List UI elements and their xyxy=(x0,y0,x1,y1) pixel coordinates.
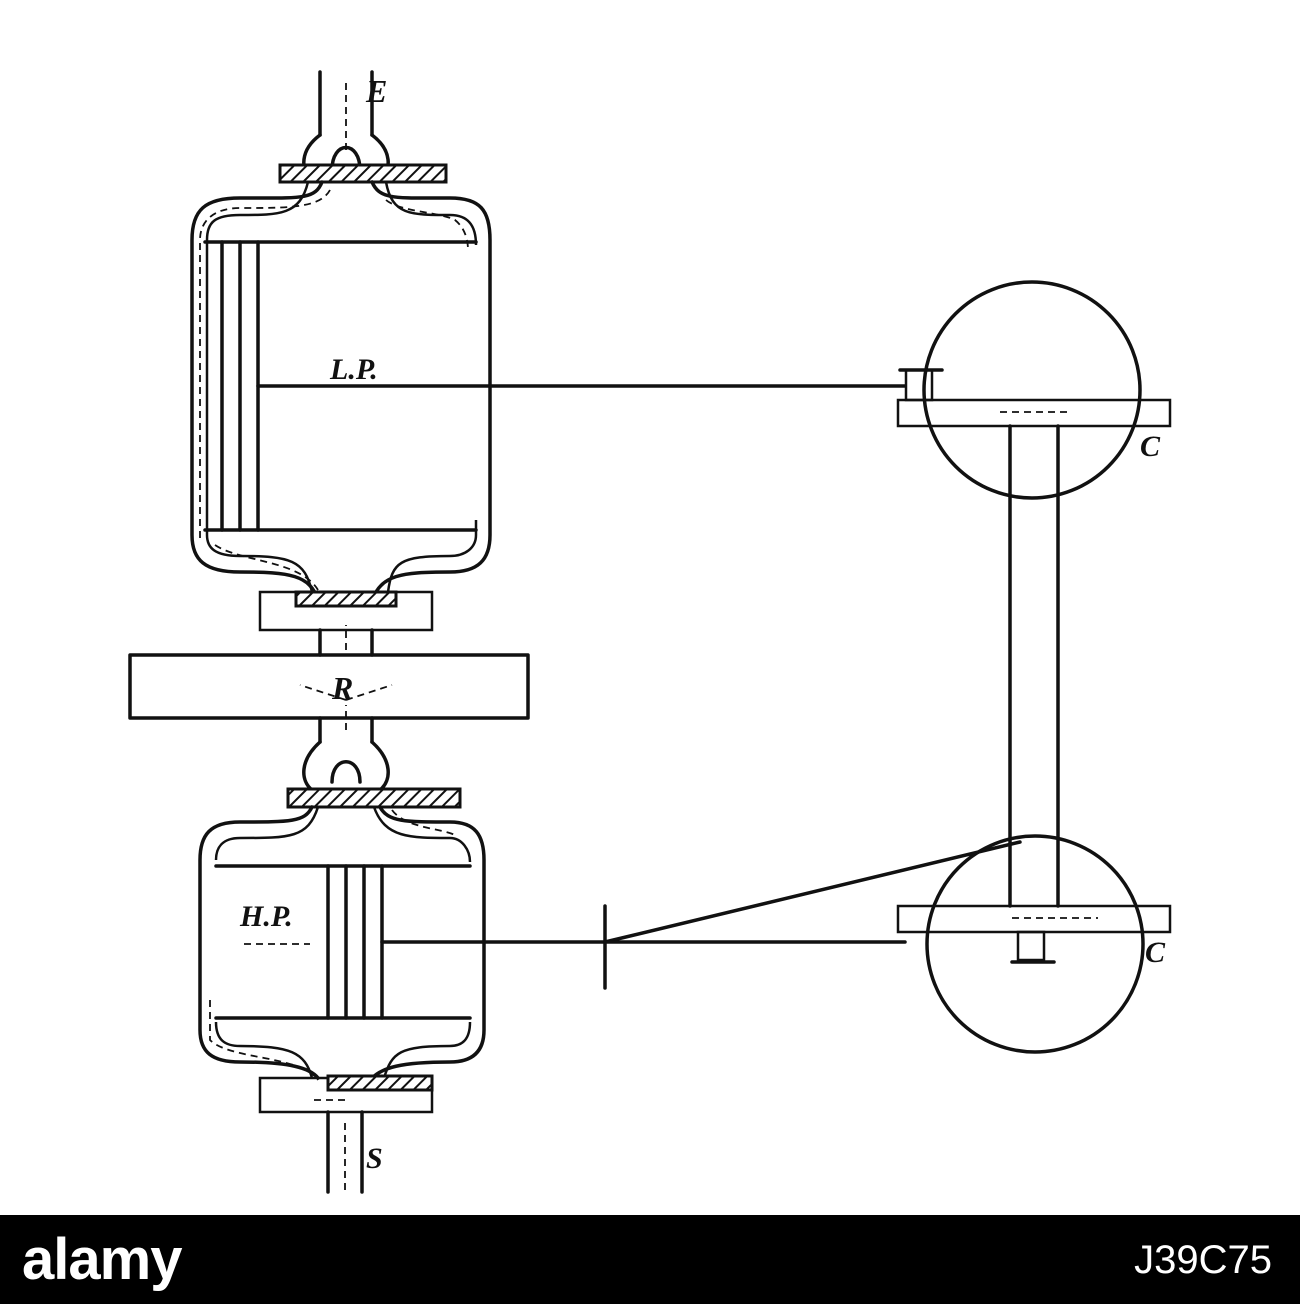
watermark-brand: alamy xyxy=(22,1227,182,1292)
steam-label: S xyxy=(366,1142,383,1175)
top-crank-wheel xyxy=(896,280,1172,500)
watermark-bar: alamy J39C75 xyxy=(0,1215,1300,1304)
hp-inlet-valve xyxy=(258,1074,434,1114)
lp-inlet-valve xyxy=(258,590,434,632)
bottom-crank-wheel xyxy=(896,834,1172,1054)
hp-exhaust-valve xyxy=(286,787,462,809)
hp-label: H.P. xyxy=(239,900,293,933)
compound-engine-diagram: L.P. R H.P. xyxy=(128,70,1172,1194)
hp-connecting-rod xyxy=(603,840,1022,944)
lp-exhaust-valve xyxy=(278,163,448,184)
low-pressure-cylinder xyxy=(190,180,492,602)
crank-shaft xyxy=(1008,424,1060,908)
receiver-label: R xyxy=(331,670,353,706)
watermark-image-id: J39C75 xyxy=(1134,1238,1272,1282)
lp-label: L.P. xyxy=(329,353,378,386)
top-crank-label: C xyxy=(1140,430,1161,463)
exhaust-label: E xyxy=(365,73,387,109)
high-pressure-cylinder xyxy=(198,805,486,1081)
bottom-crank-label: C xyxy=(1145,936,1166,969)
hp-exhaust-port xyxy=(302,740,390,792)
receiver xyxy=(128,625,530,744)
steam-inlet-pipe xyxy=(310,1099,364,1194)
